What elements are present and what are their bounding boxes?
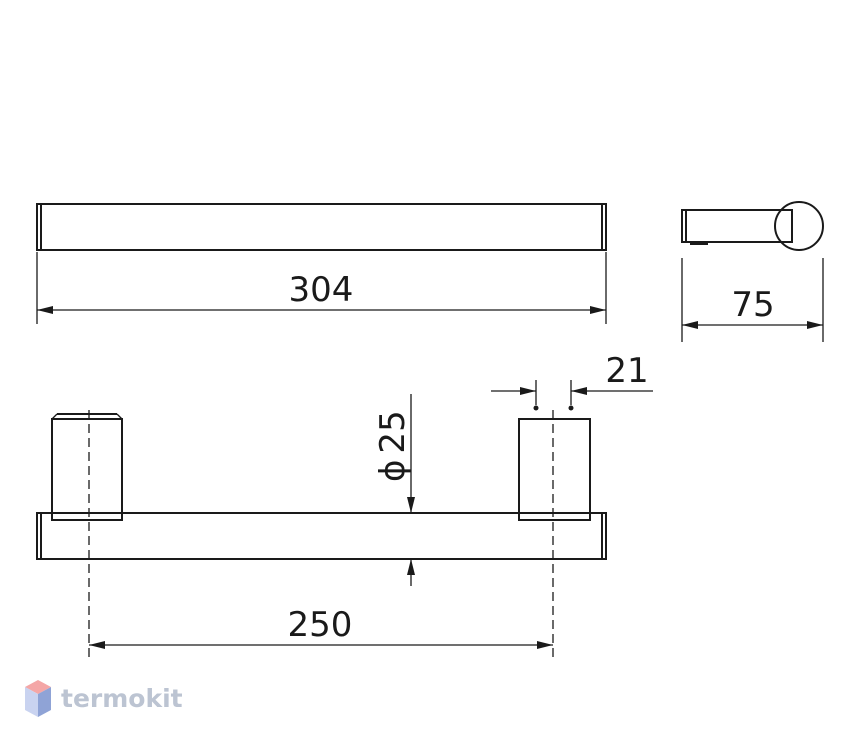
dimension-label-75: 75 bbox=[731, 285, 774, 325]
dimension-label-250: 250 bbox=[288, 605, 353, 645]
dimension-post-width: 21 bbox=[491, 351, 653, 411]
dimension-center-distance: 250 bbox=[89, 605, 553, 649]
top-view-bar bbox=[36, 203, 607, 251]
diameter-value: 25 bbox=[373, 410, 413, 453]
front-view-right-post bbox=[518, 418, 591, 521]
diameter-symbol: ϕ bbox=[373, 460, 413, 482]
dimension-label-304: 304 bbox=[289, 270, 354, 310]
dimension-label-25: ϕ 25 bbox=[373, 410, 413, 482]
dimension-label-21: 21 bbox=[605, 351, 648, 391]
termokit-logo: termokit bbox=[25, 680, 183, 717]
cube-icon bbox=[25, 680, 51, 717]
side-view bbox=[681, 201, 824, 251]
front-view-left-post bbox=[51, 413, 123, 521]
dimension-depth: 75 bbox=[681, 258, 824, 342]
dimension-tube-diameter: ϕ 25 bbox=[373, 394, 415, 586]
brand-name: termokit bbox=[61, 684, 183, 713]
front-view-bar bbox=[36, 512, 607, 560]
dimension-overall-length: 304 bbox=[36, 252, 607, 324]
